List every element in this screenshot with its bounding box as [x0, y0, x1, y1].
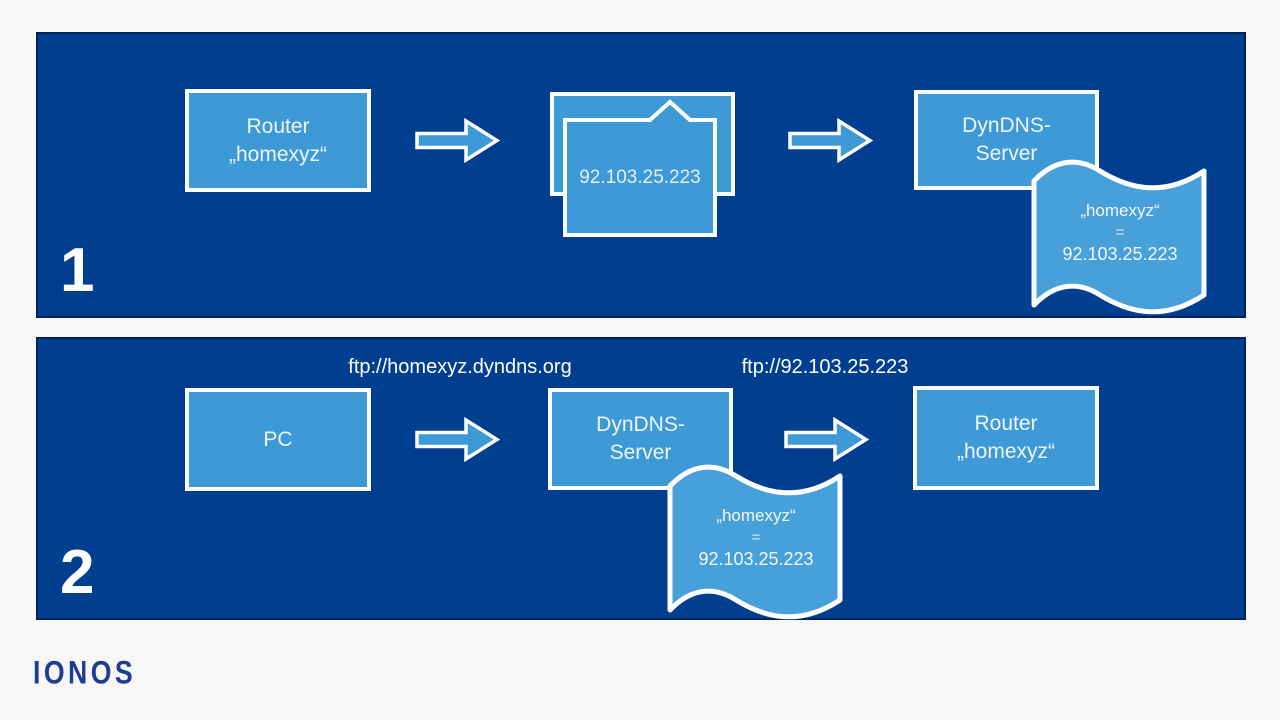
dns-record-flag: „homexyz“ = 92.103.25.223	[668, 505, 844, 571]
pc-box: PC	[185, 388, 371, 491]
ip-message-document-icon	[550, 92, 735, 237]
wave-flag-banner-icon	[1031, 159, 1207, 315]
resolved-url-label: ftp://92.103.25.223	[741, 356, 909, 378]
step-number: 1	[60, 236, 95, 305]
ionos-logo: IONOS	[33, 654, 137, 691]
router-home-label-line2: „homexyz“	[956, 440, 1056, 463]
router-home-box: Router „homexyz“	[913, 386, 1099, 490]
arrow-right-icon	[784, 416, 869, 463]
router-home-label-line1: Router	[246, 114, 310, 138]
wave-flag-banner-icon	[667, 464, 843, 620]
dyndns-label-line2: Server	[975, 142, 1038, 165]
arrow-right-icon	[788, 117, 873, 164]
router-home-box: Router „homexyz“	[185, 89, 371, 192]
panel-step-2: 2 ftp://homexyz.dyndns.org ftp://92.103.…	[36, 337, 1246, 620]
dns-record-ip: 92.103.25.223	[1062, 244, 1178, 264]
panel-step-1: 1 Router „homexyz“ 92.103.25.223 DynDNS-…	[36, 32, 1246, 318]
request-url-label: ftp://homexyz.dyndns.org	[348, 356, 572, 378]
dns-record-hostname: „homexyz“	[1080, 201, 1160, 220]
dns-record-hostname: „homexyz“	[716, 506, 796, 525]
dns-record-ip: 92.103.25.223	[698, 549, 814, 569]
dyndns-label-line1: DynDNS-	[596, 413, 685, 436]
router-home-label-line2: „homexyz“	[228, 142, 328, 166]
arrow-right-icon	[415, 416, 500, 463]
pc-label: PC	[263, 427, 293, 451]
dyndns-label-line1: DynDNS-	[962, 114, 1051, 137]
dns-record-equals: =	[751, 529, 761, 546]
step-number: 2	[60, 538, 95, 607]
dns-record-equals: =	[1115, 224, 1125, 241]
router-home-label-line1: Router	[974, 412, 1038, 435]
dyndns-label-line2: Server	[609, 441, 672, 464]
dns-record-flag: „homexyz“ = 92.103.25.223	[1032, 200, 1208, 266]
arrow-right-icon	[415, 117, 500, 164]
ip-document-value: 92.103.25.223	[579, 166, 701, 188]
